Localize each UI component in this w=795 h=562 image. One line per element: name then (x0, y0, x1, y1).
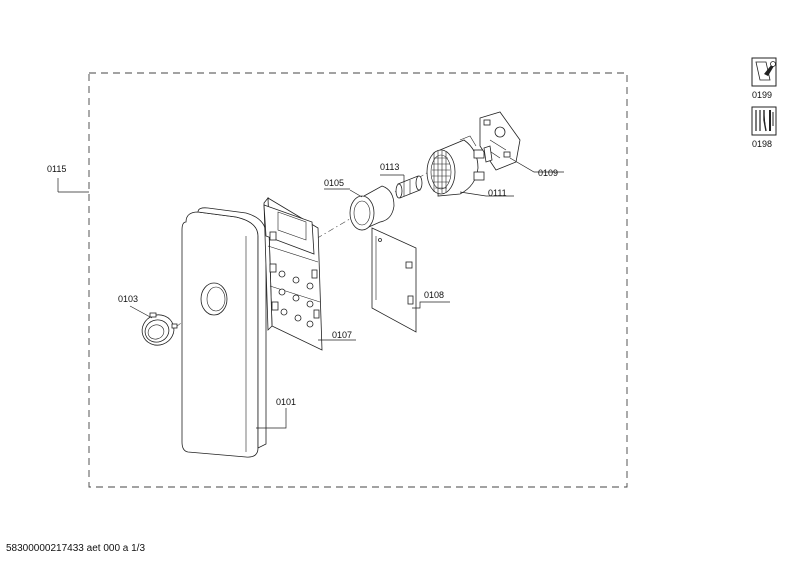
circuit-board-part (371, 227, 417, 333)
legend-label-0198: 0198 (752, 139, 772, 149)
leader-0113 (380, 174, 405, 182)
document-id-footer: 58300000217433 aet 000 a 1/3 (6, 543, 146, 554)
legend-label-0199: 0199 (752, 90, 772, 100)
label-0107: 0107 (332, 330, 352, 340)
tool-set-icon (751, 106, 777, 136)
knob-sleeve-part (349, 185, 395, 231)
leader-0109 (509, 157, 564, 173)
label-0109: 0109 (538, 168, 558, 178)
leader-0103 (129, 305, 153, 319)
assembly-boundary (88, 72, 628, 488)
label-0113: 0113 (380, 162, 399, 172)
label-0105: 0105 (324, 178, 344, 188)
leader-0115 (57, 178, 89, 193)
timer-switch-part (426, 135, 485, 197)
leader-0105 (324, 188, 363, 198)
leader-0111 (459, 191, 514, 197)
control-panel-frame-part (263, 196, 323, 351)
leader-0101 (256, 408, 287, 429)
label-0103: 0103 (118, 294, 138, 304)
service-tool-icon (751, 57, 777, 87)
mounting-bracket-part (479, 111, 521, 171)
label-0111: 0111 (488, 188, 507, 198)
label-0101: 0101 (276, 397, 296, 407)
shaft-coupling-part (395, 175, 423, 199)
leader-0108 (412, 301, 450, 309)
label-0115: 0115 (47, 164, 66, 174)
label-0108: 0108 (424, 290, 444, 300)
front-panel-part (181, 207, 267, 458)
knob-ring-part (141, 312, 178, 346)
